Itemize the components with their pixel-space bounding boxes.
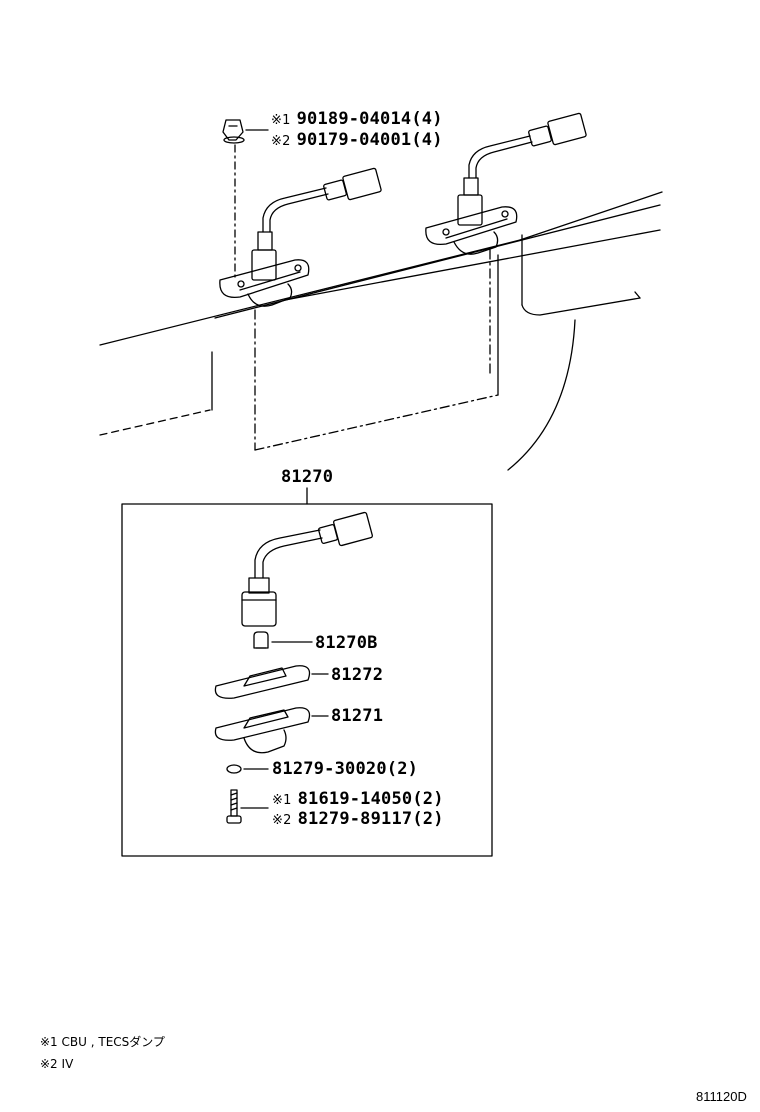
body-panel	[99, 191, 663, 471]
clip-label-1: ※1 90189-04014(4)	[271, 111, 443, 128]
exploded-socket	[241, 511, 373, 627]
clip-number-2: 90179-04001	[296, 130, 412, 150]
assembly-box	[121, 503, 493, 857]
footnote-1-text: CBU , TECSダンプ	[61, 1035, 165, 1049]
screw-label-1: ※1 81619-14050(2)	[272, 791, 444, 808]
housing-label: 81271	[331, 706, 384, 726]
clip-mark-2: ※2	[271, 134, 291, 149]
washer	[226, 764, 269, 774]
lens-housing	[214, 707, 329, 754]
footnote-1: ※1 CBU , TECSダンプ	[40, 1036, 165, 1048]
bulb-label: 81270B	[315, 633, 378, 653]
screw-qty-2: (2)	[412, 809, 444, 829]
footnote-2: ※2 IV	[40, 1058, 73, 1070]
clip-label-2: ※2 90179-04001(4)	[271, 132, 443, 149]
washer-qty: (2)	[386, 759, 419, 779]
clip-mark-1: ※1	[271, 113, 291, 128]
clip	[222, 119, 269, 144]
screw-mark-1: ※1	[272, 793, 292, 808]
gasket	[214, 665, 329, 699]
installed-lamp-right	[425, 112, 587, 255]
installed-lamp-left	[219, 144, 382, 307]
washer-number: 81279-30020	[272, 759, 387, 779]
screw-qty-1: (2)	[412, 789, 444, 809]
clip-number-1: 90189-04014	[296, 109, 412, 129]
washer-label: 81279-30020(2)	[272, 761, 418, 778]
screw-label-2: ※2 81279-89117(2)	[272, 811, 444, 828]
screw-mark-2: ※2	[272, 813, 292, 828]
footnote-1-mark: ※1	[40, 1035, 58, 1049]
screw	[226, 789, 269, 824]
clip-qty-1: (4)	[411, 109, 443, 129]
footnote-2-mark: ※2	[40, 1057, 58, 1071]
clip-qty-2: (4)	[411, 130, 443, 150]
bulb	[253, 631, 313, 649]
screw-number-1: 81619-14050	[297, 789, 413, 809]
screw-number-2: 81279-89117	[297, 809, 413, 829]
diagram-code: 811120D	[696, 1089, 747, 1104]
footnote-2-text: IV	[61, 1057, 74, 1071]
assembly-label: 81270	[281, 467, 334, 487]
gasket-label: 81272	[331, 665, 384, 685]
